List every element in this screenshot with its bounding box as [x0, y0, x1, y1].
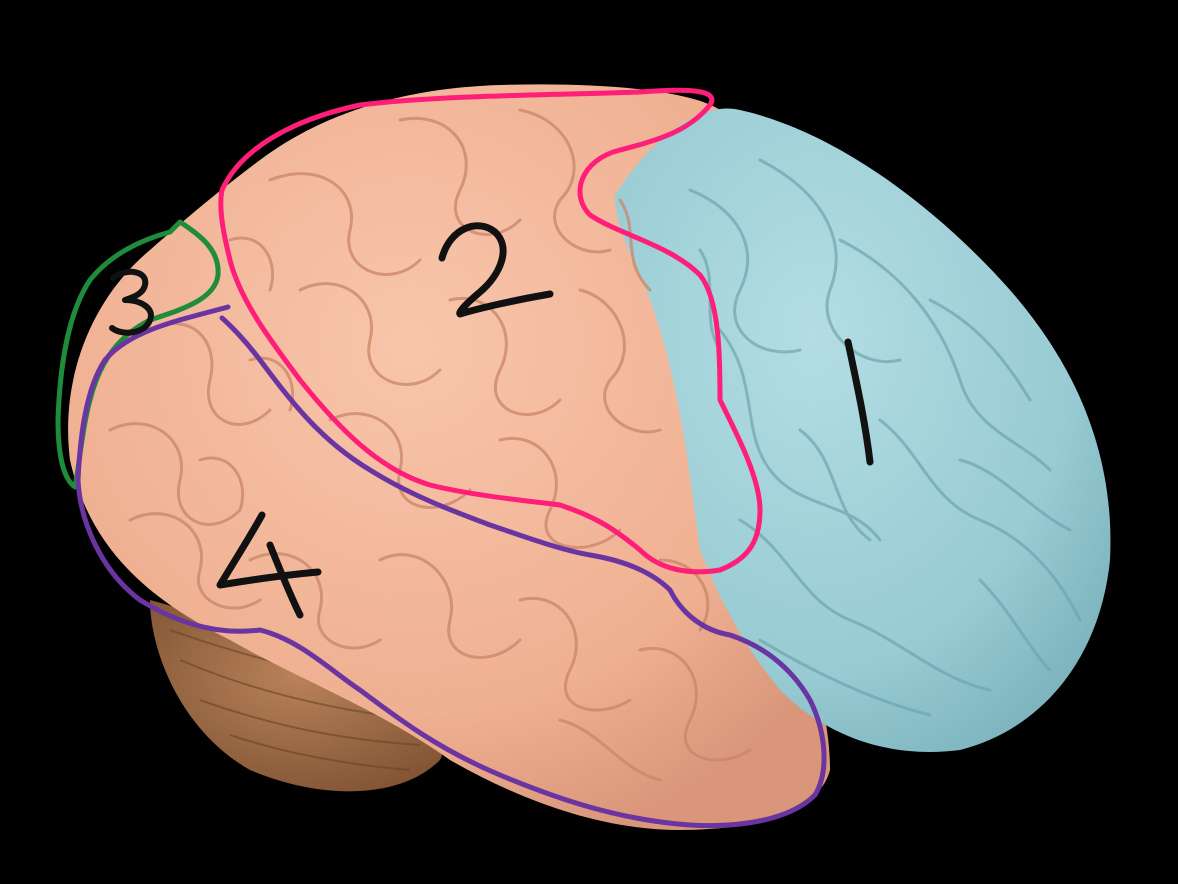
- cortex-gyri: [108, 108, 752, 782]
- annotation-4-stroke: [216, 511, 322, 619]
- annotation-4: 4: [216, 511, 322, 619]
- annotation-2: 2: [438, 222, 554, 318]
- annotation-1-stroke: [844, 338, 874, 466]
- annotation-1: 1: [844, 338, 874, 466]
- annotation-3: 3: [109, 268, 154, 336]
- region-2-outline: [218, 87, 763, 575]
- frontal-gyri: [688, 158, 1082, 717]
- annotation-3-stroke: [109, 268, 154, 336]
- region-4-outline: [75, 304, 827, 829]
- annotation-2-stroke: [438, 222, 554, 318]
